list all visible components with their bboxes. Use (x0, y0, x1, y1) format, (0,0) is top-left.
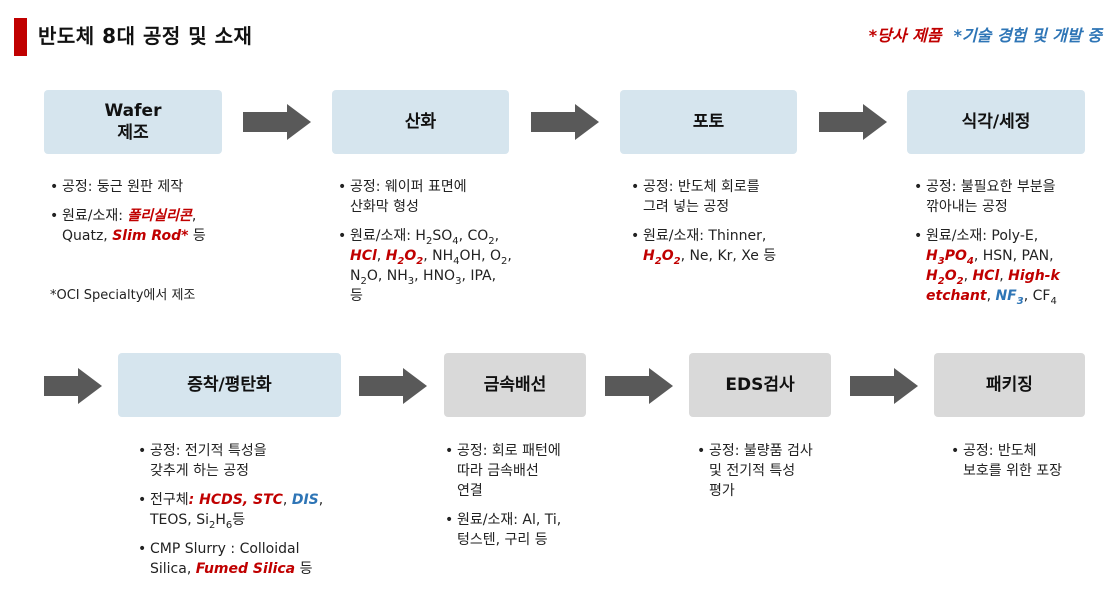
right-arrow-icon (359, 368, 427, 404)
step-name: 산화 (404, 112, 437, 132)
step-desc-wafer: 공정: 둥근 원판 제작 원료/소재: 폴리실리콘,Quatz, Slim Ro… (50, 177, 206, 255)
step-name: 패키징 (986, 375, 1033, 395)
material-item: 원료/소재: 폴리실리콘,Quatz, Slim Rod* 등 (50, 206, 206, 246)
step-box-etch: 식각/세정 (907, 90, 1085, 154)
step-name-line1: Wafer (104, 101, 162, 121)
right-arrow-icon (605, 368, 673, 404)
footnote: *OCI Specialty에서 제조 (50, 288, 196, 303)
right-arrow-icon (44, 368, 102, 404)
process-item: 공정: 둥근 원판 제작 (50, 177, 206, 197)
right-arrow-icon (531, 104, 599, 140)
legend-in-development: *기술 경험 및 개발 중 (953, 26, 1102, 45)
right-arrow-icon (850, 368, 918, 404)
material-item: 원료/소재: Al, Ti,텅스텐, 구리 등 (445, 510, 561, 550)
material-item: 원료/소재: Poly-E,H3PO4, HSN, PAN,H2O2, HCl,… (914, 226, 1060, 306)
step-name: 포토 (692, 112, 725, 132)
page-title: 반도체 8대 공정 및 소재 (38, 24, 253, 48)
right-arrow-icon (243, 104, 311, 140)
legend: *당사 제품 *기술 경험 및 개발 중 (869, 22, 1102, 46)
material-item: 원료/소재: H2SO4, CO2,HCl, H2O2, NH4OH, O2,N… (338, 226, 512, 306)
title-accent-bar (14, 18, 27, 56)
step-box-deposition: 증착/평탄화 (118, 353, 341, 417)
right-arrow-icon (819, 104, 887, 140)
step-box-oxidation: 산화 (332, 90, 509, 154)
step-name: 식각/세정 (961, 112, 1031, 132)
step-box-eds: EDS검사 (689, 353, 831, 417)
step-name: EDS검사 (725, 375, 795, 395)
material-item: 원료/소재: Thinner,H2O2, Ne, Kr, Xe 등 (631, 226, 776, 266)
step-name: 증착/평탄화 (187, 375, 272, 395)
precursor-item: 전구체: HCDS, STC, DIS,TEOS, Si2H6등 (138, 490, 323, 530)
step-box-metal: 금속배선 (444, 353, 586, 417)
step-box-packaging: 패키징 (934, 353, 1085, 417)
step-box-photo: 포토 (620, 90, 797, 154)
step-name: 금속배선 (483, 375, 547, 395)
legend-own-product: *당사 제품 (868, 26, 942, 45)
step-name-line2: 제조 (117, 123, 149, 143)
